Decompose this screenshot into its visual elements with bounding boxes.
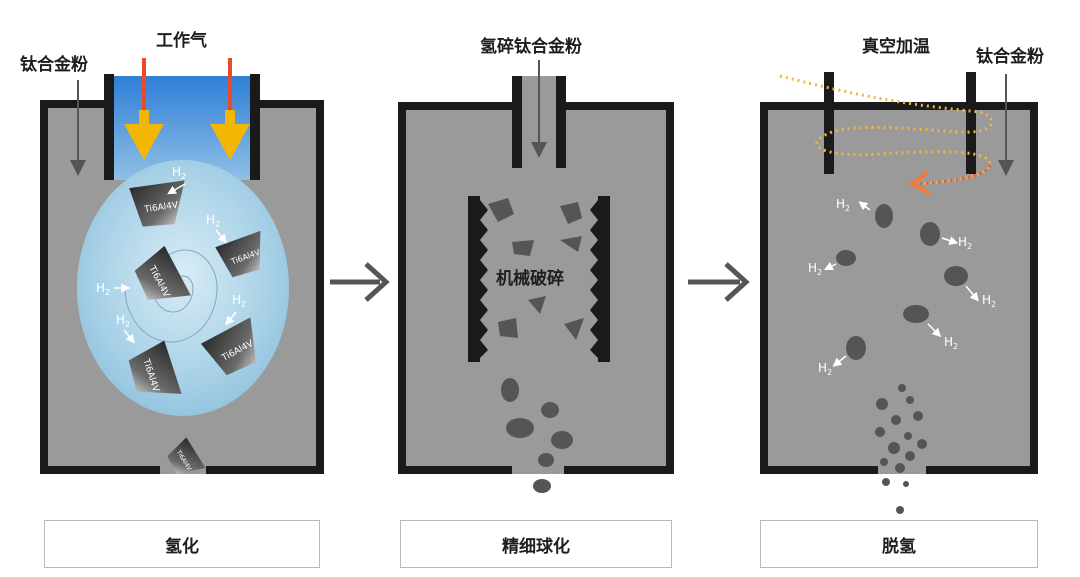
- step-caption-text: 精细球化: [502, 536, 570, 557]
- hydrogen-label: H2: [818, 355, 847, 377]
- svg-text:Ti6Al4V: Ti6Al4V: [143, 200, 180, 215]
- hydrogen-arrow-icon: [167, 183, 186, 195]
- hydrogen-arrow-icon: [927, 323, 942, 338]
- ti-particle: Ti6Al4V: [128, 340, 182, 394]
- svg-text:H2: H2: [808, 261, 822, 277]
- arrow-right-icon: [330, 262, 390, 302]
- svg-text:H2: H2: [944, 335, 958, 351]
- fragments: [488, 198, 584, 340]
- heat-label: 真空加温: [862, 36, 930, 57]
- hydrogen-arrow-icon: [823, 261, 837, 271]
- hydrogen-label: H2: [808, 261, 837, 277]
- svg-text:H2: H2: [232, 293, 246, 309]
- ti-particle: Ti6Al4V: [215, 230, 262, 278]
- hydrogen-label: H2: [116, 313, 135, 344]
- crusher-plate-left: [468, 196, 480, 362]
- hydrogen-arrow-icon: [225, 311, 237, 326]
- hydrogen-label: H2: [965, 285, 996, 309]
- svg-text:H2: H2: [818, 361, 832, 377]
- svg-text:H2: H2: [96, 281, 110, 297]
- spheroidized-particles: [501, 378, 573, 493]
- powder-label: 氢碎钛合金粉: [480, 36, 582, 57]
- crusher-plate-right: [598, 196, 610, 362]
- svg-text:H2: H2: [958, 235, 972, 251]
- panel-hydrogenation: Ti6Al4V Ti6Al4V Ti6Al4V Ti6Al4V Ti6Al4V …: [20, 30, 324, 475]
- gas-arrow-left: [124, 124, 164, 160]
- svg-text:H2: H2: [116, 313, 130, 329]
- step-caption-text: 脱氢: [882, 536, 916, 557]
- hydrogen-arrow-icon: [965, 285, 979, 302]
- svg-text:H2: H2: [982, 293, 996, 309]
- ti-particle: Ti6Al4V: [134, 245, 191, 300]
- panel-dehydrogenation: H2 H2 H2 H2 H2 H2 真空加温 钛合金粉: [760, 36, 1044, 514]
- powder-label: 钛合金粉: [976, 46, 1044, 67]
- step-caption-dehydrogenation: 脱氢: [760, 520, 1038, 568]
- gas-arrow-right: [210, 124, 250, 160]
- panel-spheroidization: 氢碎钛合金粉 机械破碎: [398, 36, 674, 493]
- hydrogen-arrow-icon: [123, 329, 135, 344]
- svg-text:H2: H2: [172, 165, 186, 181]
- hydrogen-label: H2: [927, 323, 958, 351]
- ti-particle-exit: Ti6Al4V: [167, 437, 206, 475]
- svg-text:H2: H2: [836, 197, 850, 213]
- step-caption-spheroidization: 精细球化: [400, 520, 672, 568]
- hydrogen-arrow-icon: [858, 201, 871, 211]
- chamber-3: [764, 106, 1034, 470]
- powder-label: 钛合金粉: [20, 54, 88, 75]
- hydrogen-label: H2: [206, 213, 227, 244]
- hydrogen-arrow-icon: [832, 355, 847, 367]
- hydrogen-label: H2: [167, 165, 186, 195]
- hydrogen-label: H2: [96, 281, 131, 297]
- dehydrogenated-particles: [836, 204, 968, 514]
- step-caption-hydrogenation: 氢化: [44, 520, 320, 568]
- gas-label: 工作气: [156, 30, 207, 51]
- hydrogen-label: H2: [941, 235, 972, 251]
- svg-text:H2: H2: [206, 213, 220, 229]
- arrow-right-icon: [688, 262, 750, 302]
- hydrogen-arrow-icon: [941, 236, 959, 245]
- hydrogen-label: H2: [225, 293, 246, 326]
- step-caption-text: 氢化: [165, 536, 199, 557]
- process-label: 机械破碎: [496, 268, 564, 289]
- heat-arrow-icon: [908, 170, 931, 196]
- ti-particle: Ti6Al4V: [200, 317, 256, 376]
- hydrogen-arrow-icon: [215, 229, 227, 244]
- hydrogen-label: H2: [836, 197, 871, 213]
